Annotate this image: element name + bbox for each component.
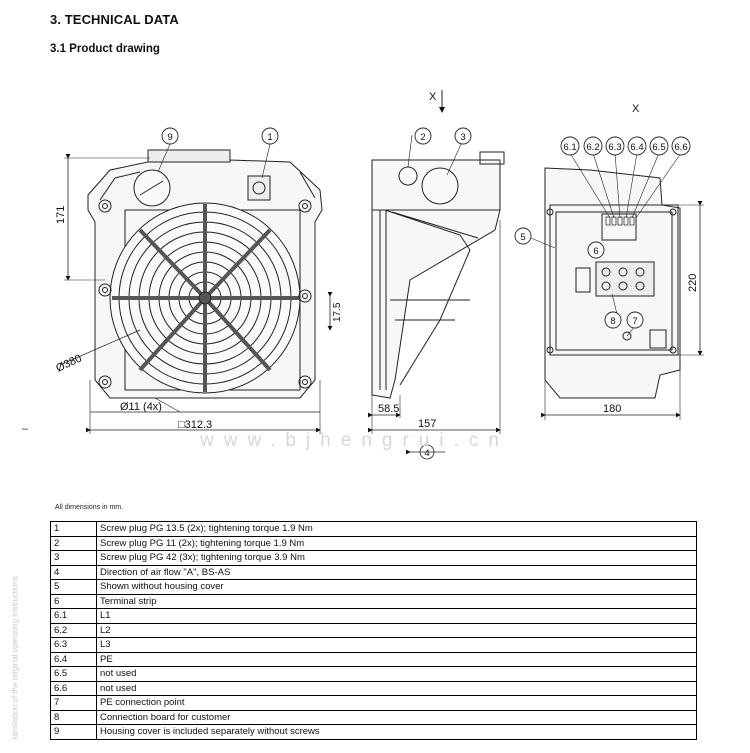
- legend-description: Connection board for customer: [96, 709, 697, 725]
- legend-description: Terminal strip: [96, 593, 697, 609]
- side-note: ranslation of the original operating ins…: [10, 576, 20, 740]
- callout-8: 8: [610, 316, 615, 327]
- callout-6: 6: [593, 246, 598, 257]
- legend-number: 6.4: [50, 651, 97, 667]
- margin-dash: –: [22, 423, 29, 435]
- dim-312: □312.3: [178, 419, 212, 431]
- legend-number: 5: [50, 579, 97, 595]
- product-drawing: 9 1 2 3 5 6.1 6.2 6.3 6.4 6.5 6.6 6 7 8 …: [54, 90, 704, 460]
- dim-180: 180: [603, 403, 621, 415]
- legend-number: 6.6: [50, 680, 97, 696]
- callout-4: 4: [424, 448, 429, 459]
- side-view: [368, 90, 505, 460]
- callout-3: 3: [460, 132, 465, 143]
- callout-6-4: 6.4: [630, 142, 643, 153]
- dim-171: 171: [55, 206, 67, 224]
- terminal-view: [530, 152, 704, 420]
- legend-description: L1: [96, 608, 697, 624]
- subsection-heading: 3.1 Product drawing: [50, 43, 160, 55]
- callout-2: 2: [420, 132, 425, 143]
- view-x-right: X: [632, 103, 640, 115]
- dim-58-5: 58.5: [378, 403, 399, 415]
- legend-number: 6.3: [50, 637, 97, 653]
- legend-number: 6: [50, 593, 97, 609]
- dim-380: Ø380: [54, 352, 83, 374]
- legend-number: 6.5: [50, 666, 97, 682]
- legend-description: Direction of air flow "A", BS-AS: [96, 564, 697, 580]
- legend-description: L3: [96, 637, 697, 653]
- legend-number: 9: [50, 724, 97, 740]
- legend-number: 7: [50, 695, 97, 711]
- legend-description: Screw plug PG 42 (3x); tightening torque…: [96, 550, 697, 566]
- legend-number: 6.2: [50, 622, 97, 638]
- legend-number: 2: [50, 535, 97, 551]
- dim-157: 157: [418, 418, 436, 430]
- legend-description: Housing cover is included separately wit…: [96, 724, 697, 740]
- legend-description: PE: [96, 651, 697, 667]
- legend-description: PE connection point: [96, 695, 697, 711]
- legend-description: L2: [96, 622, 697, 638]
- legend-number: 8: [50, 709, 97, 725]
- fan-guard: [109, 202, 301, 394]
- view-x-top: X: [429, 91, 437, 103]
- callout-6-6: 6.6: [674, 142, 687, 153]
- dim-11: Ø11 (4x): [120, 401, 162, 413]
- section-heading: 3. TECHNICAL DATA: [50, 12, 179, 27]
- callout-6-3: 6.3: [608, 142, 621, 153]
- legend-number: 4: [50, 564, 97, 580]
- legend-description: not used: [96, 680, 697, 696]
- legend-number: 1: [50, 521, 97, 537]
- callout-9: 9: [167, 132, 172, 143]
- callout-1: 1: [267, 132, 272, 143]
- legend-description: Screw plug PG 13.5 (2x); tightening torq…: [96, 521, 697, 537]
- dim-17-5: 17.5: [332, 302, 343, 322]
- callout-5: 5: [520, 232, 525, 243]
- dimensions-note: All dimensions in mm.: [55, 504, 124, 511]
- front-view: [59, 149, 333, 434]
- legend-number: 6.1: [50, 608, 97, 624]
- legend-description: Shown without housing cover: [96, 579, 697, 595]
- legend-description: not used: [96, 666, 697, 682]
- callout-7: 7: [632, 316, 637, 327]
- watermark-url: www.bjhengrui.cn: [200, 430, 509, 451]
- callout-6-1: 6.1: [563, 142, 576, 153]
- legend-number: 3: [50, 550, 97, 566]
- dim-220: 220: [687, 274, 699, 292]
- callout-6-5: 6.5: [652, 142, 665, 153]
- callout-6-2: 6.2: [586, 142, 599, 153]
- legend-description: Screw plug PG 11 (2x); tightening torque…: [96, 535, 697, 551]
